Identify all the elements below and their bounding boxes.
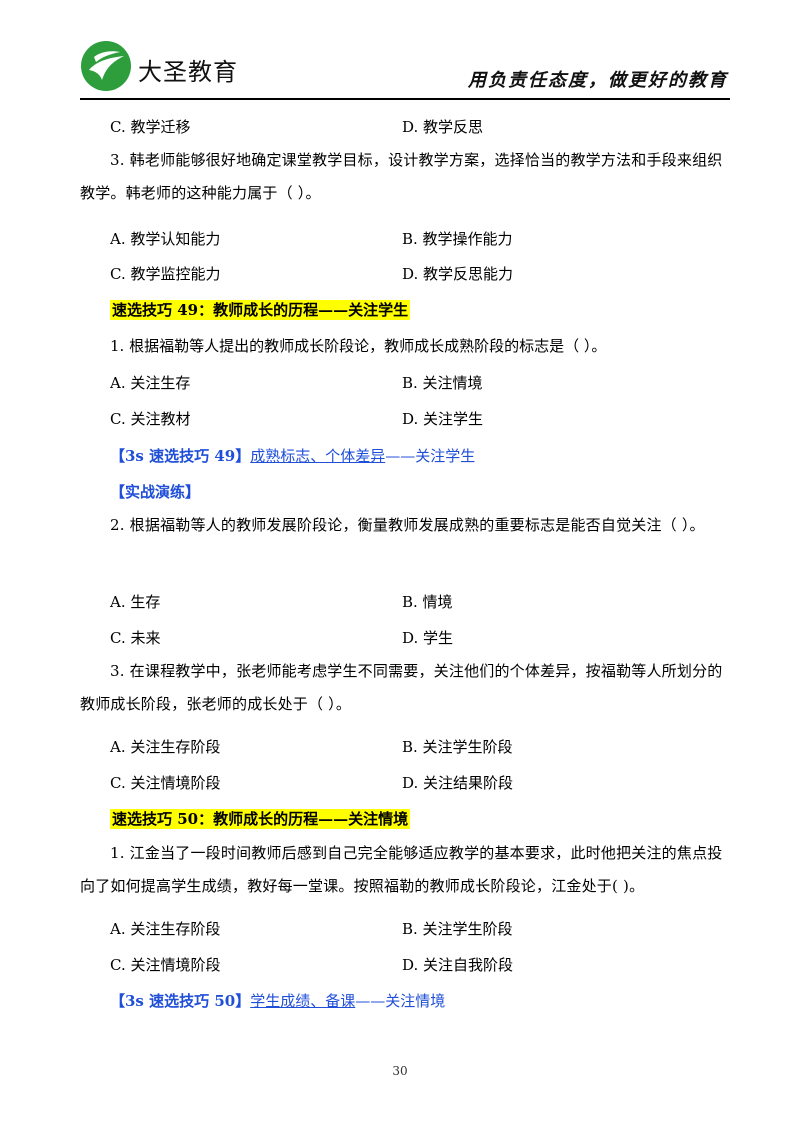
tip-50: 【3s 速选技巧 50】学生成绩、备课——关注情境 <box>110 990 445 1011</box>
question-2: 2. 根据福勒等人的教师发展阶段论，衡量教师发展成熟的重要标志是能否自觉关注（ … <box>110 516 705 534</box>
option-c: C. 未来 <box>110 629 161 647</box>
option-row: A. 生存 B. 情境 <box>110 591 730 613</box>
tip-keyword-link[interactable]: 学生成绩、备课 <box>250 992 356 1010</box>
option-row: C. 关注情境阶段 D. 关注自我阶段 <box>110 954 730 976</box>
option-c: C. 关注情境阶段 <box>110 956 221 974</box>
option-row: A. 关注生存阶段 B. 关注学生阶段 <box>110 736 730 758</box>
tip-label: 【3s 速选技巧 50】 <box>110 992 251 1010</box>
page-header: 大圣教育 用负责任态度，做更好的教育 <box>80 40 730 100</box>
section-50-title: 速选技巧 50：教师成长的历程——关注情境 <box>110 808 411 829</box>
option-d: D. 教学反思 <box>402 118 484 136</box>
tip-49: 【3s 速选技巧 49】成熟标志、个体差异——关注学生 <box>110 445 475 466</box>
option-b: B. 关注学生阶段 <box>402 920 513 938</box>
question-1: 1. 根据福勒等人提出的教师成长阶段论，教师成长成熟阶段的标志是（ ）。 <box>110 337 607 355</box>
question-3: 3. 韩老师能够很好地确定课堂教学目标，设计教学方案，选择恰当的教学方法和手段来… <box>80 151 723 202</box>
question-3: 3. 在课程教学中，张老师能考虑学生不同需要，关注他们的个体差异，按福勒等人所划… <box>80 662 723 713</box>
option-d: D. 学生 <box>402 629 454 647</box>
option-row: A. 关注生存阶段 B. 关注学生阶段 <box>110 918 730 940</box>
option-row: A. 教学认知能力 B. 教学操作能力 <box>110 228 730 250</box>
tip-label: 【3s 速选技巧 49】 <box>110 447 251 465</box>
tip-conclusion: ——关注情境 <box>355 992 446 1010</box>
option-row: C. 关注情境阶段 D. 关注结果阶段 <box>110 772 730 794</box>
option-b: B. 关注学生阶段 <box>402 738 513 756</box>
option-d: D. 教学反思能力 <box>402 265 514 283</box>
option-c: C. 教学迁移 <box>110 118 191 136</box>
section-title-highlight: 速选技巧 49：教师成长的历程——关注学生 <box>110 300 411 320</box>
option-a: A. 关注生存阶段 <box>110 738 221 756</box>
page-number: 30 <box>392 1064 408 1078</box>
option-row: C. 未来 D. 学生 <box>110 627 730 649</box>
option-d: D. 关注自我阶段 <box>402 956 514 974</box>
option-b: B. 情境 <box>402 593 453 611</box>
option-a: A. 关注生存阶段 <box>110 920 221 938</box>
option-a: A. 关注生存 <box>110 374 191 392</box>
bird-logo-icon <box>81 41 131 91</box>
section-title-highlight: 速选技巧 50：教师成长的历程——关注情境 <box>110 809 411 829</box>
option-c: C. 教学监控能力 <box>110 265 221 283</box>
option-d: D. 关注结果阶段 <box>402 774 514 792</box>
practice-heading: 【实战演练】 <box>110 483 201 501</box>
option-b: B. 关注情境 <box>402 374 483 392</box>
option-row: C. 关注教材 D. 关注学生 <box>110 408 730 430</box>
option-a: A. 教学认知能力 <box>110 230 221 248</box>
option-c: C. 关注教材 <box>110 410 191 428</box>
brand-name: 大圣教育 <box>138 58 238 86</box>
option-b: B. 教学操作能力 <box>402 230 513 248</box>
option-row: A. 关注生存 B. 关注情境 <box>110 372 730 394</box>
tip-conclusion: ——关注学生 <box>385 447 476 465</box>
section-49-title: 速选技巧 49：教师成长的历程——关注学生 <box>110 299 411 320</box>
slogan: 用负责任态度，做更好的教育 <box>468 70 728 91</box>
option-a: A. 生存 <box>110 593 161 611</box>
option-c: C. 关注情境阶段 <box>110 774 221 792</box>
tip-keyword-link[interactable]: 成熟标志、个体差异 <box>250 447 386 465</box>
option-row: C. 教学迁移 D. 教学反思 <box>110 116 730 138</box>
option-d: D. 关注学生 <box>402 410 484 428</box>
option-row: C. 教学监控能力 D. 教学反思能力 <box>110 263 730 285</box>
question-1: 1. 江金当了一段时间教师后感到自己完全能够适应教学的基本要求，此时他把关注的焦… <box>80 844 723 895</box>
